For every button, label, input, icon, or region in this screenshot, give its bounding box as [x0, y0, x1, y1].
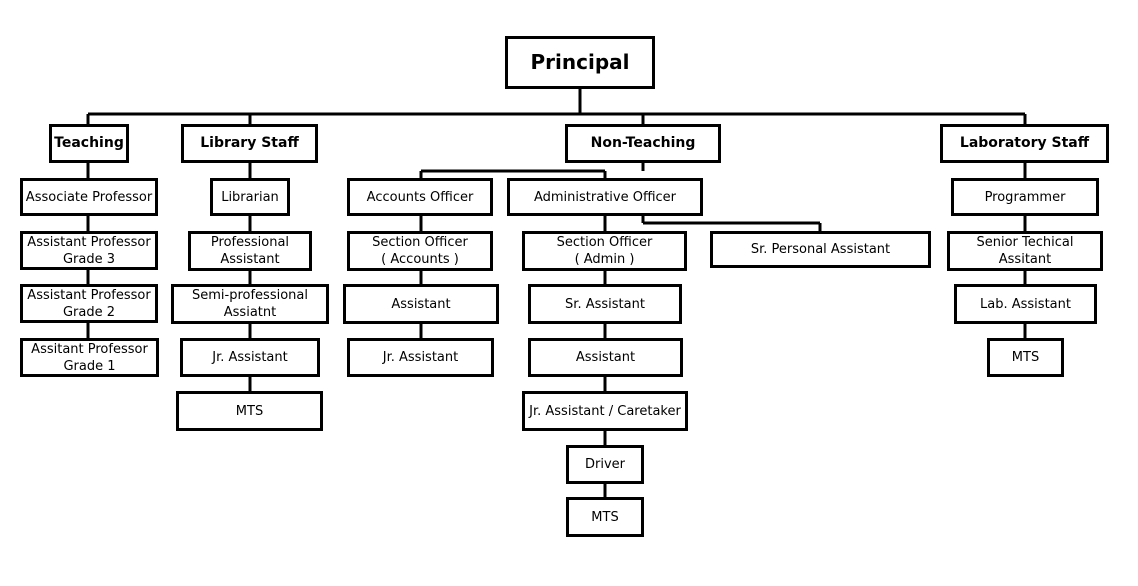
library-role: MTS — [176, 391, 323, 431]
administrative-officer: Administrative Officer — [507, 178, 703, 216]
non-teaching-header: Non-Teaching — [565, 124, 721, 163]
admin-role: Sr. Assistant — [528, 284, 682, 324]
teaching-role: Assistant Professor Grade 3 — [20, 231, 158, 270]
library-role: Librarian — [210, 178, 290, 216]
admin-role: Jr. Assistant / Caretaker — [522, 391, 688, 431]
principal-node: Principal — [505, 36, 655, 89]
laboratory-role: Lab. Assistant — [954, 284, 1097, 324]
admin-role: Driver — [566, 445, 644, 484]
admin-role: MTS — [566, 497, 644, 537]
teaching-role: Assitant Professor Grade 1 — [20, 338, 159, 377]
admin-role: Section Officer ( Admin ) — [522, 231, 687, 271]
laboratory-staff-header: Laboratory Staff — [940, 124, 1109, 163]
laboratory-role: Programmer — [951, 178, 1099, 216]
admin-role: Assistant — [528, 338, 683, 377]
accounts-role: Section Officer ( Accounts ) — [347, 231, 493, 271]
teaching-role: Associate Professor — [20, 178, 158, 216]
library-role: Jr. Assistant — [180, 338, 320, 377]
sr-personal-assistant: Sr. Personal Assistant — [710, 231, 931, 268]
laboratory-role: MTS — [987, 338, 1064, 377]
accounts-officer: Accounts Officer — [347, 178, 493, 216]
library-staff-header: Library Staff — [181, 124, 318, 163]
accounts-role: Assistant — [343, 284, 499, 324]
library-role: Professional Assistant — [188, 231, 312, 271]
accounts-role: Jr. Assistant — [347, 338, 494, 377]
laboratory-role: Senior Techical Assitant — [947, 231, 1103, 271]
teaching-header: Teaching — [49, 124, 129, 163]
library-role: Semi-professional Assiatnt — [171, 284, 329, 324]
teaching-role: Assistant Professor Grade 2 — [20, 284, 158, 323]
